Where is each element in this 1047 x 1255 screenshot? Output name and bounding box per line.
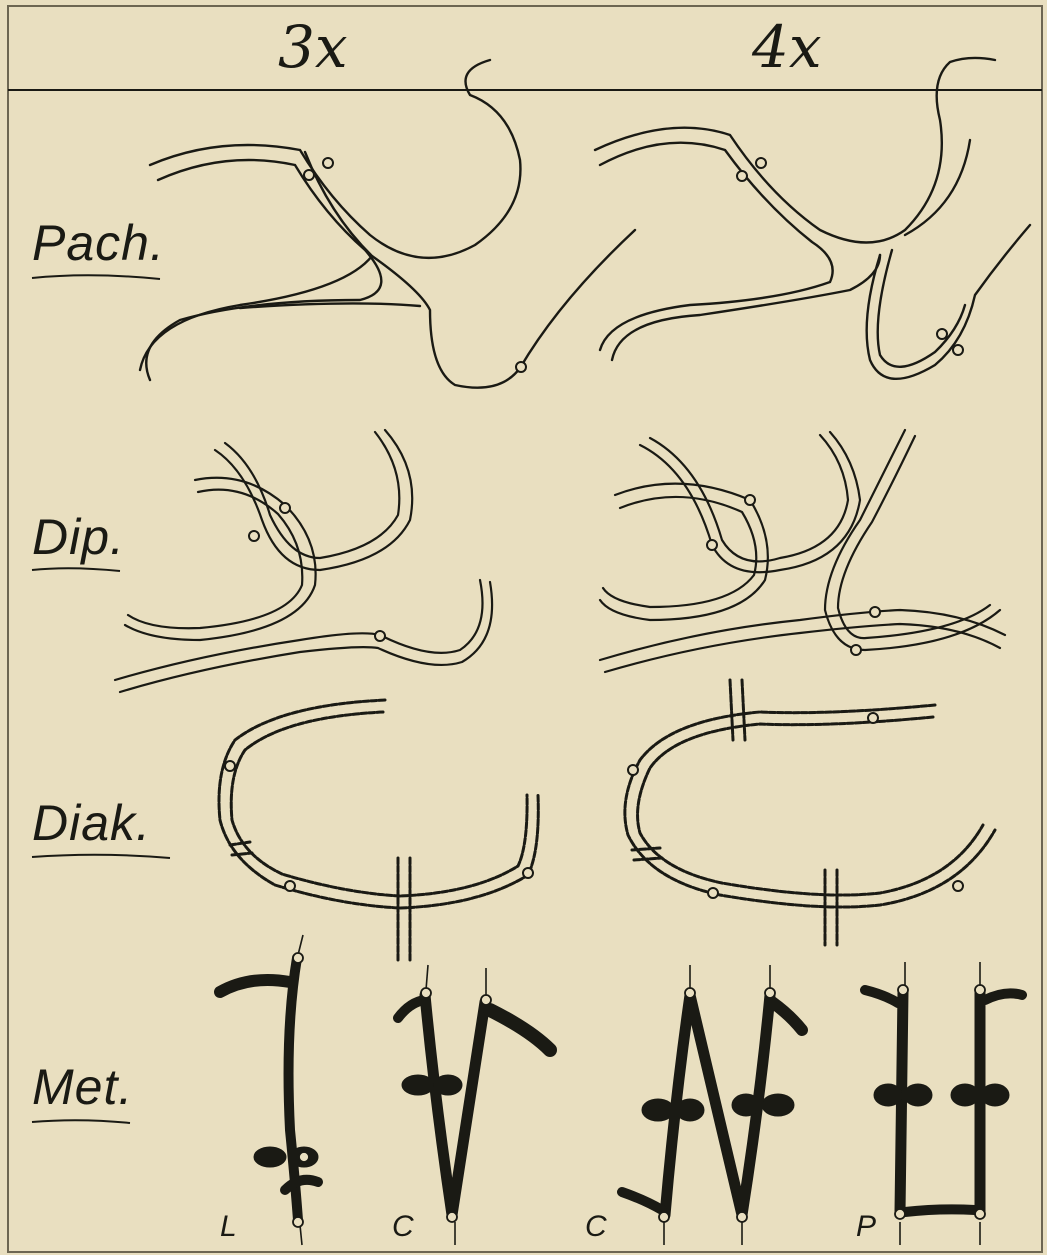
diakinesis-4x-figure [625, 680, 995, 945]
metaphase-label-P: P [856, 1212, 876, 1242]
diakinesis-3x-figure [219, 700, 538, 960]
metaphase-label-C-4x: C [585, 1212, 607, 1242]
column-header-3x: 3x [278, 18, 348, 76]
column-header-4x: 4x [752, 18, 822, 76]
stage-label-diplotene: Dip. [32, 512, 125, 562]
metaphase-label-C-3x: C [392, 1212, 414, 1242]
metaphase-label-L: L [220, 1212, 237, 1242]
diplotene-3x-figure [115, 430, 492, 692]
metaphase-3x-figure [220, 958, 550, 1220]
label-underlines [32, 275, 170, 1123]
diplotene-4x-figure [600, 430, 1005, 672]
stage-label-diakinesis: Diak. [32, 798, 151, 848]
stage-label-pachytene: Pach. [32, 218, 165, 268]
pachytene-3x-figure [140, 60, 635, 388]
plate-border [8, 6, 1042, 1252]
metaphase-4x-figure [622, 990, 1022, 1215]
centromere-markers [225, 158, 963, 898]
stage-label-metaphase: Met. [32, 1062, 133, 1112]
pachytene-4x-figure [595, 58, 1030, 379]
